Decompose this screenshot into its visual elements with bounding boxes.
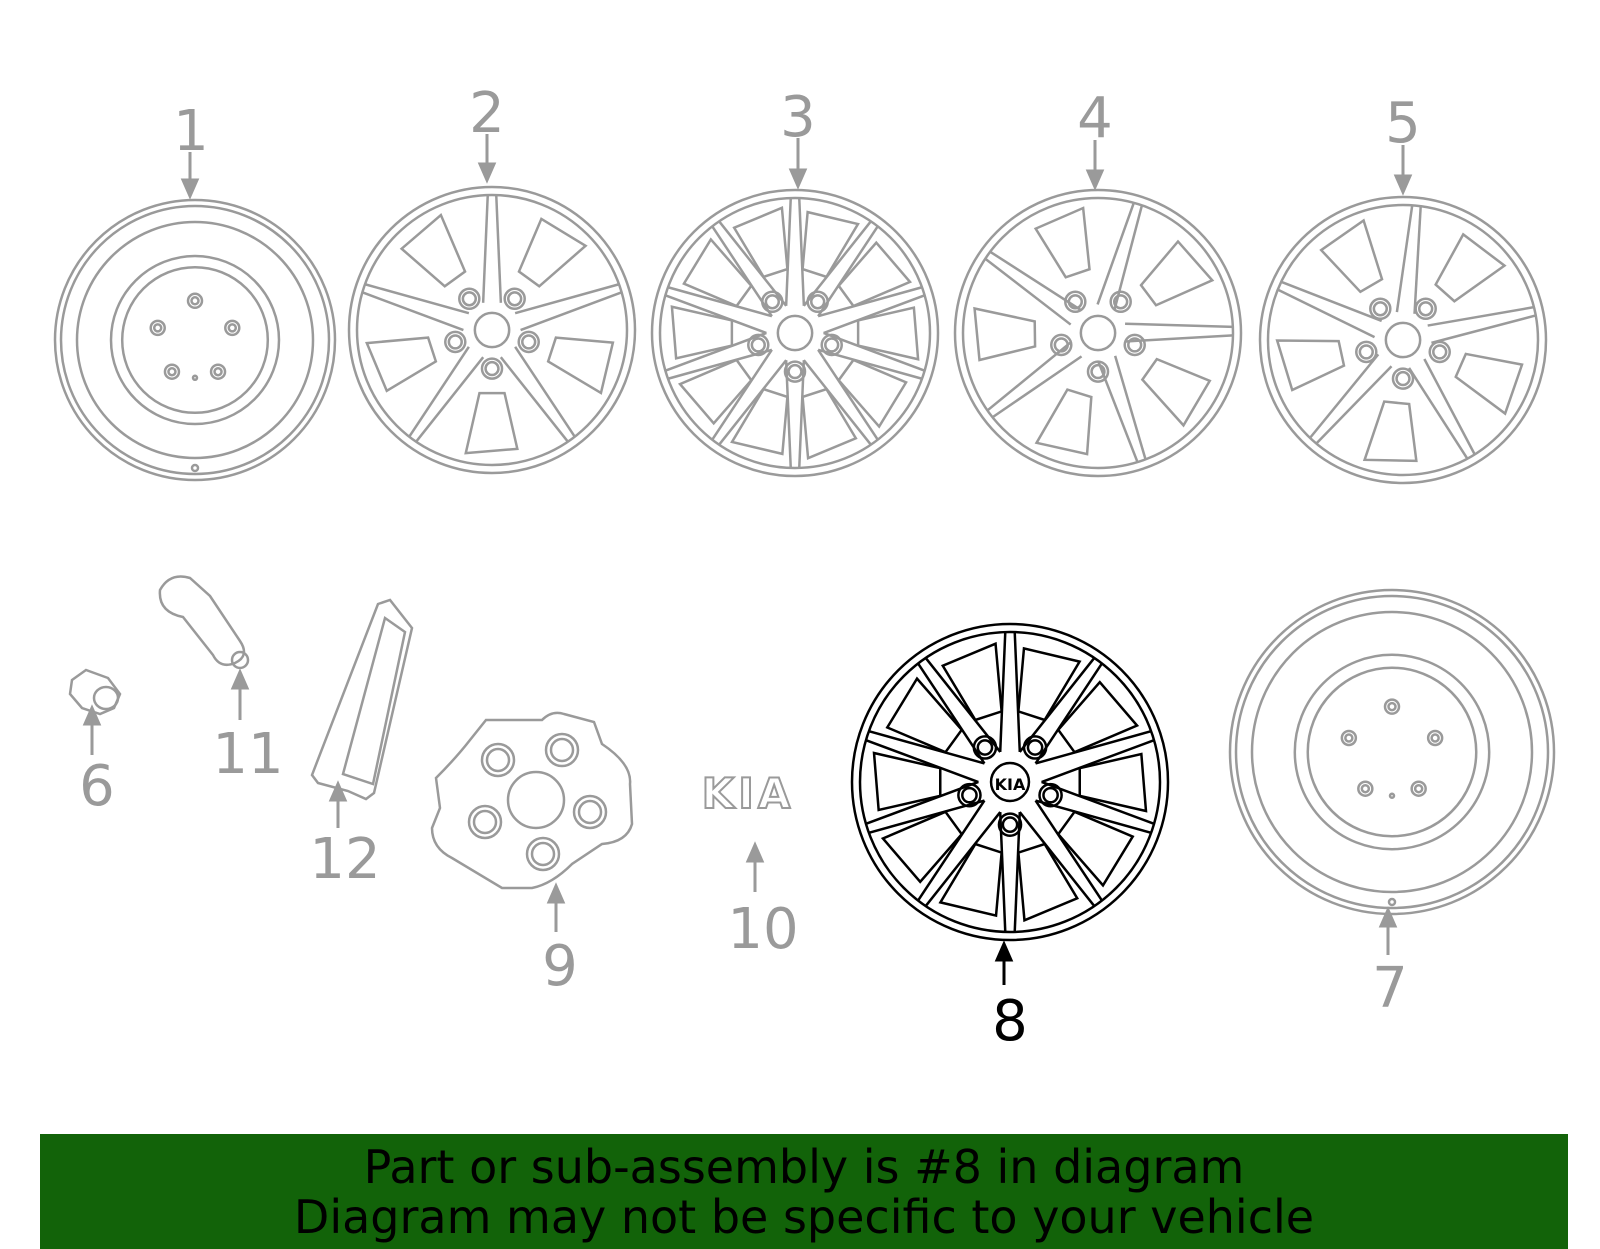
banner-line-1: Part or sub-assembly is #8 in diagram xyxy=(363,1140,1245,1194)
callout-arrow xyxy=(477,134,497,184)
callout-arrow xyxy=(180,152,200,200)
center-cap-9[interactable] xyxy=(430,711,634,890)
callout-5[interactable]: 5 xyxy=(1385,91,1421,156)
callout-arrow xyxy=(1085,140,1105,191)
kia-logo-center: KIA xyxy=(995,775,1026,794)
info-banner: Part or sub-assembly is #8 in diagram Di… xyxy=(40,1134,1568,1249)
wheel-1-steel[interactable] xyxy=(53,198,337,482)
callout-9[interactable]: 9 xyxy=(542,934,578,999)
wheel-3-alloy[interactable] xyxy=(650,188,940,478)
kia-emblem[interactable]: KIA xyxy=(701,768,795,819)
valve-stem-11[interactable] xyxy=(158,575,250,670)
callout-3[interactable]: 3 xyxy=(780,85,816,150)
callout-8[interactable]: 8 xyxy=(992,989,1028,1054)
callout-4[interactable]: 4 xyxy=(1077,86,1113,151)
callout-arrow xyxy=(788,138,808,190)
callout-arrow xyxy=(994,940,1014,985)
callout-arrow xyxy=(1378,906,1398,955)
callout-12[interactable]: 12 xyxy=(309,827,380,892)
callout-1[interactable]: 1 xyxy=(173,99,209,164)
callout-arrow xyxy=(1393,145,1413,196)
callout-arrow xyxy=(745,841,765,892)
banner-line-2: Diagram may not be specific to your vehi… xyxy=(293,1190,1315,1244)
wheel-2-alloy[interactable] xyxy=(347,185,637,475)
callout-arrow xyxy=(328,780,348,828)
callout-arrow xyxy=(230,668,250,720)
wheel-5-alloy[interactable] xyxy=(1258,195,1548,485)
callout-10[interactable]: 10 xyxy=(727,897,798,962)
callout-2[interactable]: 2 xyxy=(469,81,505,146)
wheel-7-spare[interactable] xyxy=(1228,588,1556,916)
lug-nut-6[interactable] xyxy=(68,668,122,716)
wheel-4-alloy[interactable] xyxy=(953,188,1243,478)
callout-6[interactable]: 6 xyxy=(79,754,115,819)
callout-7[interactable]: 7 xyxy=(1372,956,1408,1021)
callout-11[interactable]: 11 xyxy=(212,722,283,787)
wheel-8-alloy[interactable]: KIA xyxy=(850,622,1170,942)
parts-diagram: KIA 1 2 3 4 5 6 7 8 9 10 11 12 KIA xyxy=(53,81,1556,1054)
trim-strip-12[interactable] xyxy=(310,598,414,801)
callout-arrow xyxy=(546,882,566,932)
callout-arrow xyxy=(82,704,102,755)
